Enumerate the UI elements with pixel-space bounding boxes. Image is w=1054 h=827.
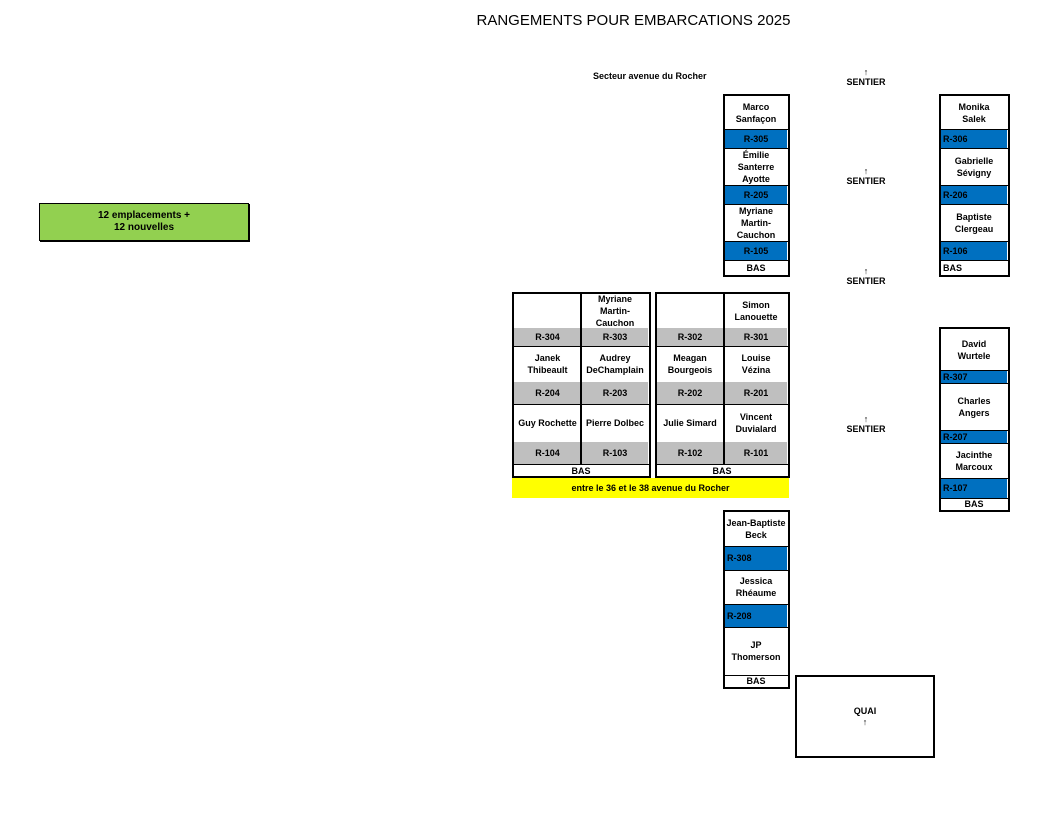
slot-code: R-304 xyxy=(514,328,581,346)
slot-code: R-106 xyxy=(941,241,1007,260)
slot-name xyxy=(657,294,723,328)
location-note: entre le 36 et le 38 avenue du Rocher xyxy=(512,478,789,498)
slot-name: Pierre Dolbec xyxy=(582,404,648,442)
slot-code: R-105 xyxy=(725,241,787,260)
quai-label: QUAI xyxy=(853,705,877,716)
summary-line-2: 12 nouvelles xyxy=(113,222,175,233)
slot-name: Vincent Duvialard xyxy=(725,404,787,442)
slot-code: R-205 xyxy=(725,185,787,204)
slot-name: Julie Simard xyxy=(657,404,723,442)
slot-name xyxy=(514,294,581,328)
slot-code: R-207 xyxy=(941,430,1007,443)
summary-box: 12 emplacements + 12 nouvelles xyxy=(39,203,249,241)
sentier-marker-4: ↑ SENTIER xyxy=(836,414,896,434)
slot-name: Émilie Santerre Ayotte xyxy=(725,148,787,185)
sentier-marker-2: ↑ SENTIER xyxy=(836,166,896,186)
slot-code: R-104 xyxy=(514,442,581,464)
slot-name: David Wurtele xyxy=(941,329,1007,370)
arrow-up-icon: ↑ xyxy=(862,716,868,727)
quai-box: QUAI ↑ xyxy=(795,675,935,758)
slot-code: R-103 xyxy=(582,442,648,464)
sentier-label: SENTIER xyxy=(846,176,886,186)
bas-label: BAS xyxy=(657,465,787,476)
slot-name: Charles Angers xyxy=(941,383,1007,430)
slot-code: R-202 xyxy=(657,382,723,404)
slot-name: Jacinthe Marcoux xyxy=(941,443,1007,478)
page-title: RANGEMENTS POUR EMBARCATIONS 2025 xyxy=(476,12,791,29)
slot-name: Baptiste Clergeau xyxy=(941,204,1007,241)
slot-code: R-204 xyxy=(514,382,581,404)
arrow-up-icon: ↑ xyxy=(863,266,869,276)
slot-code: R-101 xyxy=(725,442,787,464)
arrow-up-icon: ↑ xyxy=(863,67,869,77)
slot-name: JP Thomerson xyxy=(725,627,787,675)
bas-label: BAS xyxy=(725,260,787,275)
slot-code: R-302 xyxy=(657,328,723,346)
summary-line-1: 12 emplacements + xyxy=(98,210,190,221)
slot-name: Jean-Baptiste Beck xyxy=(725,512,787,546)
slot-name: Marco Sanfaçon xyxy=(725,96,787,129)
slot-name: Meagan Bourgeois xyxy=(657,346,723,382)
slot-name: Myriane Martin- Cauchon xyxy=(725,204,787,241)
slot-name: Audrey DeChamplain xyxy=(582,346,648,382)
arrow-up-icon: ↑ xyxy=(863,414,869,424)
bas-label: BAS xyxy=(514,465,648,476)
slot-name: Louise Vézina xyxy=(725,346,787,382)
sentier-label: SENTIER xyxy=(846,424,886,434)
slot-code: R-107 xyxy=(941,478,1007,498)
slot-code: R-308 xyxy=(725,546,787,570)
bas-label: BAS xyxy=(941,260,1007,275)
sentier-label: SENTIER xyxy=(846,77,886,87)
slot-name: Jessica Rhéaume xyxy=(725,570,787,604)
slot-name: Monika Salek xyxy=(941,96,1007,129)
slot-code: R-305 xyxy=(725,129,787,148)
slot-code: R-307 xyxy=(941,370,1007,383)
slot-code: R-208 xyxy=(725,604,787,627)
sentier-marker-1: ↑ SENTIER xyxy=(836,67,896,87)
bas-label: BAS xyxy=(725,675,787,687)
slot-code: R-301 xyxy=(725,328,787,346)
sector-label: Secteur avenue du Rocher xyxy=(593,71,707,81)
slot-code: R-303 xyxy=(582,328,648,346)
sentier-label: SENTIER xyxy=(846,276,886,286)
slot-code: R-206 xyxy=(941,185,1007,204)
slot-code: R-102 xyxy=(657,442,723,464)
slot-code: R-201 xyxy=(725,382,787,404)
slot-name: Myriane Martin- Cauchon xyxy=(582,294,648,328)
arrow-up-icon: ↑ xyxy=(863,166,869,176)
bas-label: BAS xyxy=(941,498,1007,510)
slot-name: Gabrielle Sévigny xyxy=(941,148,1007,185)
slot-code: R-306 xyxy=(941,129,1007,148)
sentier-marker-3: ↑ SENTIER xyxy=(836,266,896,286)
slot-code: R-203 xyxy=(582,382,648,404)
slot-name: Janek Thibeault xyxy=(514,346,581,382)
slot-name: Guy Rochette xyxy=(514,404,581,442)
slot-name: Simon Lanouette xyxy=(725,294,787,328)
